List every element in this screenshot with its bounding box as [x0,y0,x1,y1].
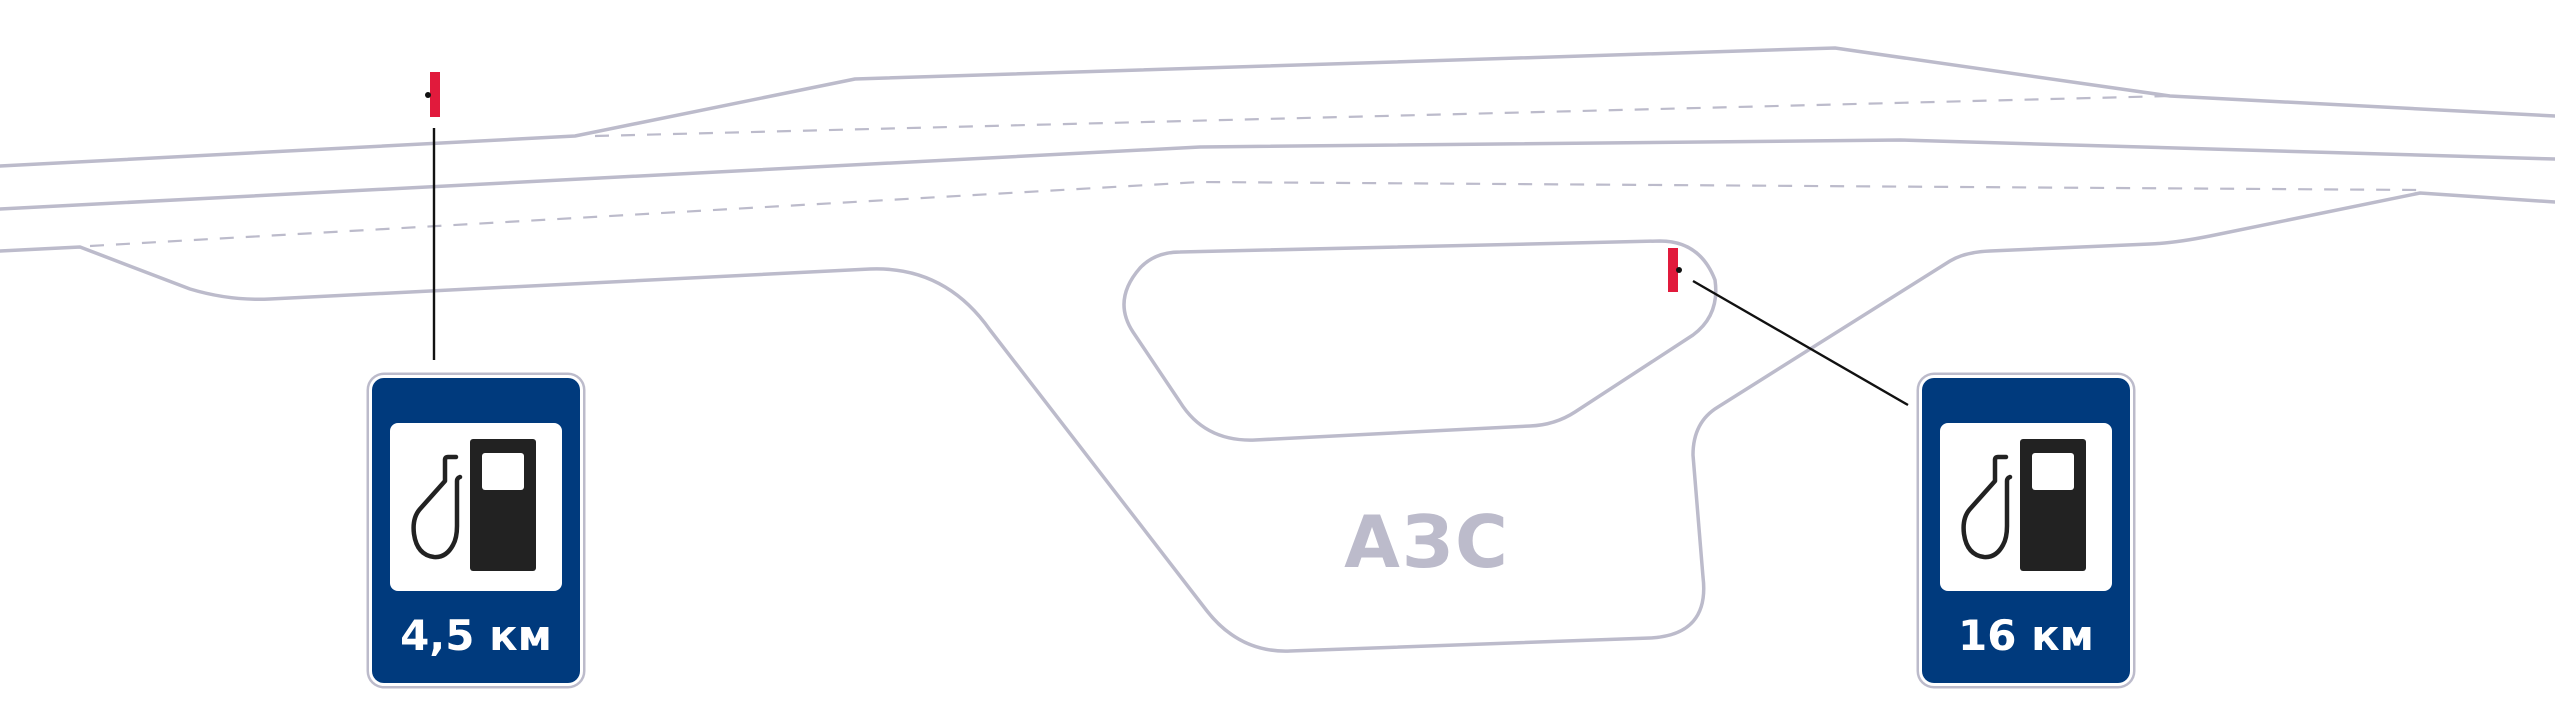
fuel-station-sign: 16 км [1922,378,2130,683]
road-median [0,138,2555,211]
marker-point [1676,267,1682,273]
lane-divider-upper [594,94,2171,138]
fuel-station-sign: 4,5 км [372,378,580,683]
road-edge-bottom [0,191,2555,653]
lane-divider-lower [89,180,2421,248]
sign-distance: 16 км [1958,611,2094,660]
marker-point [425,92,431,98]
zone-label: АЗС [1344,500,1510,584]
sign-location-marker [430,72,440,117]
fuel-station-icon [1961,439,2086,571]
sign-location-marker [1668,248,1678,292]
sign-distance: 4,5 км [400,611,552,660]
service-area-island [1122,239,1718,442]
road-edge-top [0,46,2555,168]
sign-symbol-panel [1940,423,2112,591]
leader-line [1692,279,1909,407]
fuel-station-icon [411,439,536,571]
sign-symbol-panel [390,423,562,591]
